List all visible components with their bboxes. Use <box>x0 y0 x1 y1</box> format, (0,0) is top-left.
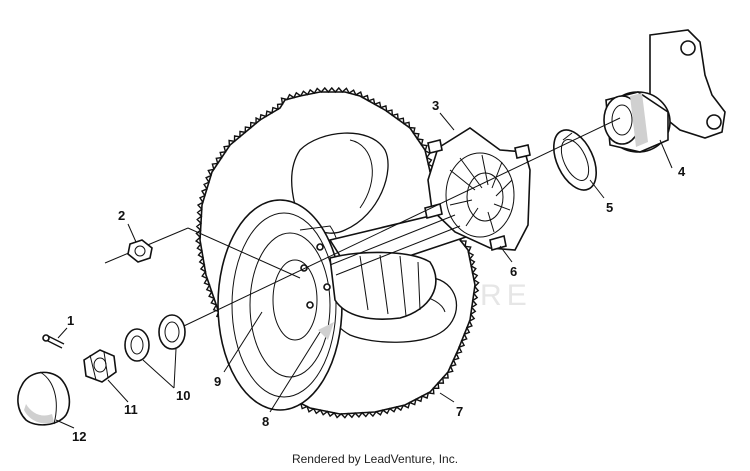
washers <box>124 314 186 362</box>
callout-5: 5 <box>606 200 613 215</box>
hub-cap <box>17 371 71 426</box>
render-credit: Rendered by LeadVenture, Inc. <box>291 452 459 466</box>
callout-12: 12 <box>72 429 86 444</box>
callout-10: 10 <box>176 388 190 403</box>
callout-2: 2 <box>118 208 125 223</box>
callout-11: 11 <box>124 402 138 417</box>
callout-6: 6 <box>510 264 517 279</box>
callout-8: 8 <box>262 414 269 429</box>
spindle-knuckle <box>603 29 726 153</box>
wheel-hub <box>329 127 531 276</box>
cotter-pin <box>42 334 65 349</box>
castle-nut-lower <box>83 349 117 383</box>
wheel-rim <box>217 199 344 411</box>
leader-lines <box>55 112 673 429</box>
callout-4: 4 <box>678 164 686 179</box>
callout-9: 9 <box>214 374 221 389</box>
castle-nut-upper <box>127 239 153 263</box>
callout-3: 3 <box>432 98 439 113</box>
retainer-ring <box>553 129 597 191</box>
wheel-studs <box>424 139 531 252</box>
axle-barrel <box>328 209 474 320</box>
callout-1: 1 <box>67 313 74 328</box>
callout-7: 7 <box>456 404 463 419</box>
callout-labels: 1 2 3 4 5 6 7 8 9 10 11 12 <box>67 98 686 444</box>
